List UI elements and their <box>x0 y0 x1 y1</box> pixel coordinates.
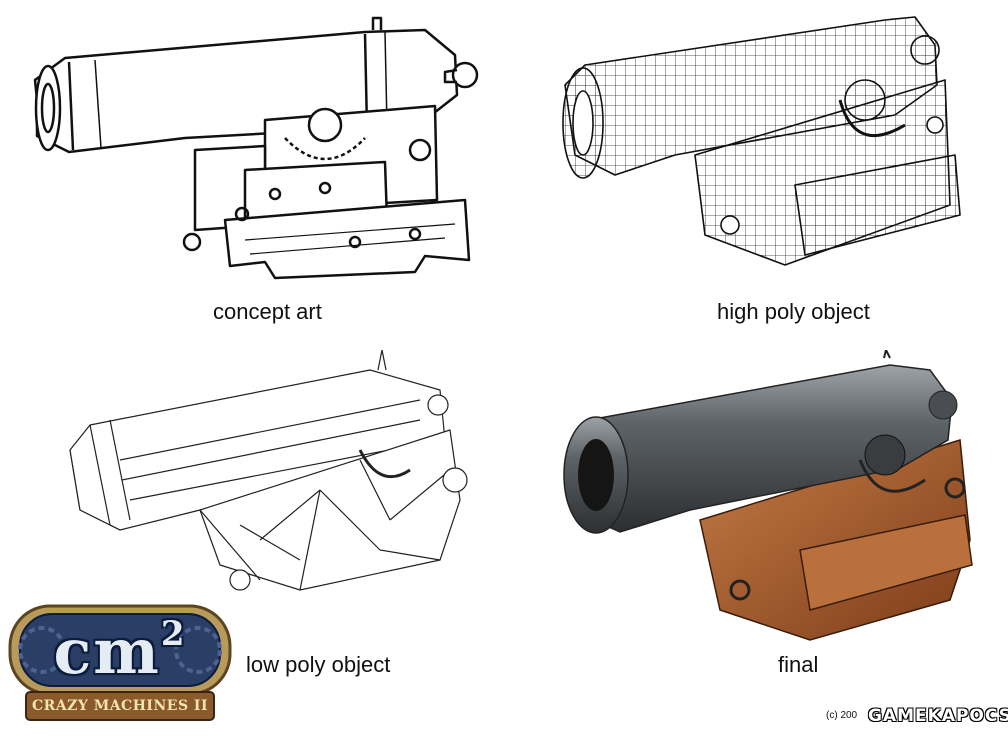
logo-subtitle: CRAZY MACHINES II <box>31 698 209 714</box>
high-poly-caption: high poly object <box>717 299 870 324</box>
cannon-sketch-icon <box>33 16 479 280</box>
logo-title: cm2 <box>4 614 236 688</box>
low-poly-caption: low poly object <box>246 652 391 677</box>
concept-art-panel <box>25 10 485 285</box>
final-caption: final <box>778 652 819 677</box>
final-render-panel <box>560 350 980 645</box>
cannon-render-icon <box>563 350 973 641</box>
low-poly-panel <box>60 350 480 620</box>
logo-superscript: 2 <box>160 614 187 654</box>
crazy-machines-logo: cm2 CRAZY MACHINES II <box>4 600 236 732</box>
logo-frame-icon <box>8 604 232 721</box>
cannon-lowpoly-icon <box>69 350 468 591</box>
copyright-text: (c) 200 <box>826 710 858 721</box>
high-poly-panel <box>555 5 975 275</box>
concept-art-caption: concept art <box>213 299 322 324</box>
watermark-text: GAMEKAPOCS <box>868 706 1008 726</box>
logo-title-text: cm <box>53 615 161 688</box>
cannon-wireframe-icon <box>562 16 961 266</box>
